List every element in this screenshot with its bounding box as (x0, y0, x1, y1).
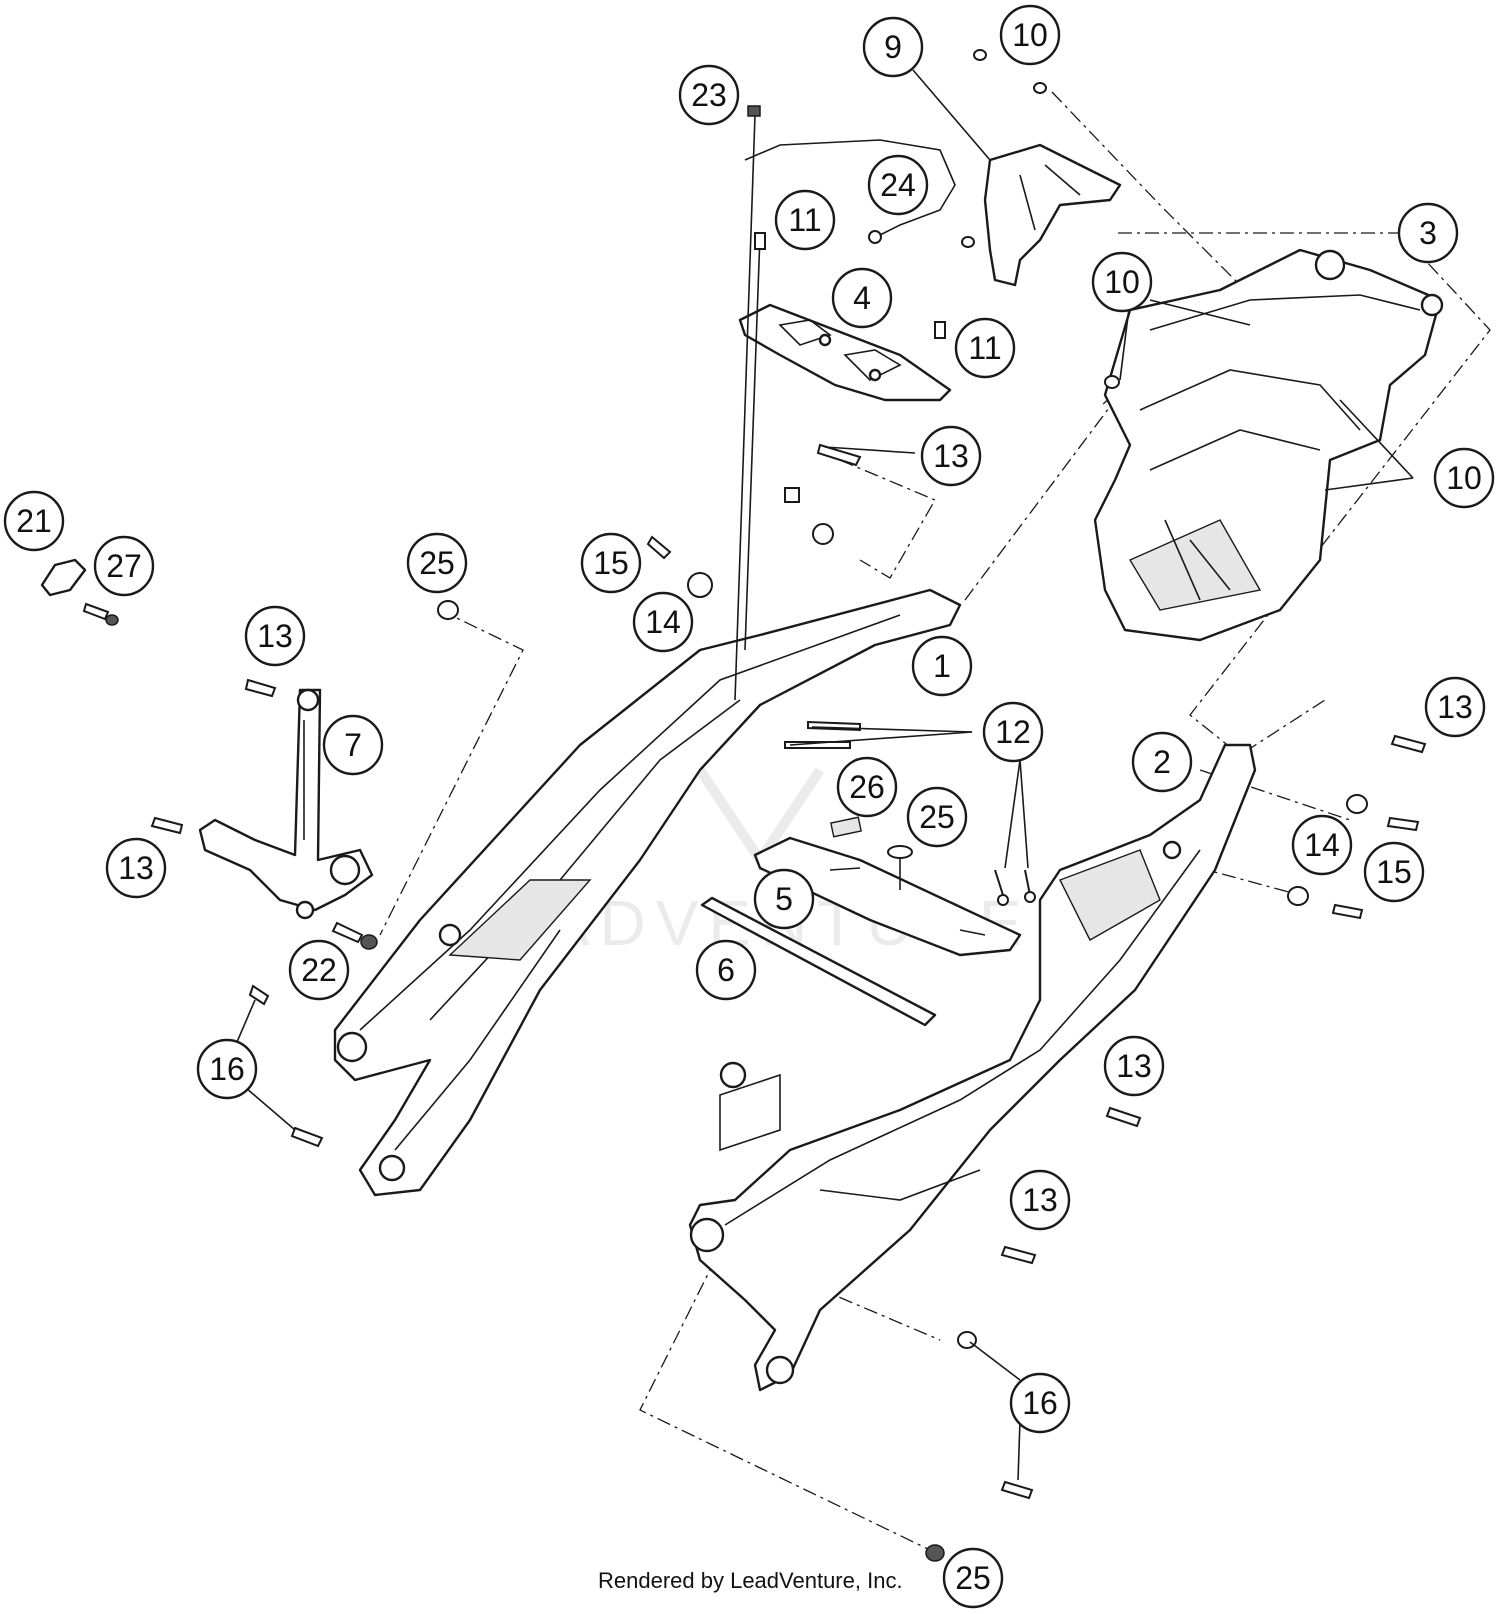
leader-lines (224, 69, 1414, 1481)
svg-text:10: 10 (1104, 264, 1140, 300)
svg-text:13: 13 (933, 438, 969, 474)
callout-16-right: 16 (1009, 1372, 1071, 1434)
callout-5: 5 (753, 868, 815, 930)
callout-1: 1 (911, 635, 973, 697)
svg-text:25: 25 (955, 1560, 991, 1596)
svg-text:23: 23 (691, 77, 727, 113)
svg-text:11: 11 (968, 330, 1001, 366)
svg-text:13: 13 (1116, 1048, 1152, 1084)
svg-text:14: 14 (1304, 827, 1340, 863)
rod (700, 896, 937, 1027)
callout-2: 2 (1131, 731, 1193, 793)
svg-text:11: 11 (788, 202, 821, 238)
callout-13-left-top: 13 (244, 605, 306, 667)
callout-14-left: 14 (632, 591, 694, 653)
linkage-arm (198, 688, 374, 920)
callout-10-right: 10 (1433, 447, 1495, 509)
callout-23: 23 (678, 64, 740, 126)
callout-16-left: 16 (196, 1038, 258, 1100)
svg-text:2: 2 (1153, 744, 1171, 780)
callout-14-right: 14 (1291, 814, 1353, 876)
callout-25-left: 25 (406, 532, 468, 594)
svg-text:7: 7 (344, 727, 362, 763)
callout-25-bottom: 25 (942, 1547, 1004, 1609)
svg-text:24: 24 (880, 167, 916, 203)
callout-26: 26 (836, 756, 898, 818)
callout-25-mid: 25 (906, 786, 968, 848)
hardware (82, 49, 1427, 1562)
top-bracket (983, 143, 1122, 287)
callout-13-right-mid: 13 (1103, 1035, 1165, 1097)
svg-text:22: 22 (301, 952, 337, 988)
callout-13-right-low: 13 (1009, 1169, 1071, 1231)
svg-text:13: 13 (257, 618, 293, 654)
svg-text:14: 14 (645, 604, 681, 640)
right-subframe-rail (688, 743, 1257, 1392)
svg-text:16: 16 (209, 1051, 245, 1087)
cable (744, 139, 956, 244)
callout-11-top: 11 (774, 189, 836, 251)
callout-11-right: 11 (954, 317, 1016, 379)
callout-15-right: 15 (1363, 841, 1425, 903)
callout-15-left: 15 (580, 532, 642, 594)
stud-line (734, 114, 761, 701)
mounting-plate (738, 303, 952, 402)
svg-text:6: 6 (717, 952, 735, 988)
sensor (40, 558, 87, 597)
svg-text:12: 12 (995, 714, 1031, 750)
svg-text:10: 10 (1012, 17, 1048, 53)
footer-credit: Rendered by LeadVenture, Inc. (598, 1568, 903, 1593)
svg-text:15: 15 (1376, 854, 1412, 890)
callout-10-top: 10 (999, 4, 1061, 66)
callout-6: 6 (695, 939, 757, 1001)
battery-tray (1093, 248, 1444, 642)
svg-text:16: 16 (1022, 1385, 1058, 1421)
callout-13-left: 13 (105, 837, 167, 899)
svg-text:21: 21 (16, 503, 52, 539)
callout-4: 4 (831, 267, 893, 329)
svg-text:4: 4 (853, 280, 871, 316)
svg-text:1: 1 (933, 648, 951, 684)
svg-text:26: 26 (849, 769, 885, 805)
svg-text:9: 9 (884, 29, 902, 65)
svg-text:10: 10 (1446, 460, 1482, 496)
svg-text:13: 13 (118, 850, 154, 886)
left-subframe-rail (333, 588, 962, 1197)
callouts: 1 2 3 4 5 6 7 9 10 10 10 11 11 12 13 13 … (3, 4, 1495, 1609)
svg-text:5: 5 (775, 881, 793, 917)
svg-text:27: 27 (106, 548, 142, 584)
svg-text:3: 3 (1419, 215, 1437, 251)
callout-3: 3 (1397, 202, 1459, 264)
svg-text:13: 13 (1437, 689, 1473, 725)
svg-text:15: 15 (593, 545, 629, 581)
svg-text:25: 25 (919, 799, 955, 835)
callout-24: 24 (867, 154, 929, 216)
callout-9: 9 (862, 16, 924, 78)
holder-plate (753, 816, 1022, 957)
svg-text:13: 13 (1022, 1182, 1058, 1218)
callout-10-left: 10 (1091, 251, 1153, 313)
callout-21: 21 (3, 490, 65, 552)
callout-27: 27 (93, 535, 155, 597)
callout-13-upper: 13 (920, 425, 982, 487)
callout-22: 22 (288, 939, 350, 1001)
callout-13-right-top: 13 (1424, 676, 1486, 738)
svg-text:25: 25 (419, 545, 455, 581)
callout-12: 12 (982, 701, 1044, 763)
callout-7: 7 (322, 714, 384, 776)
